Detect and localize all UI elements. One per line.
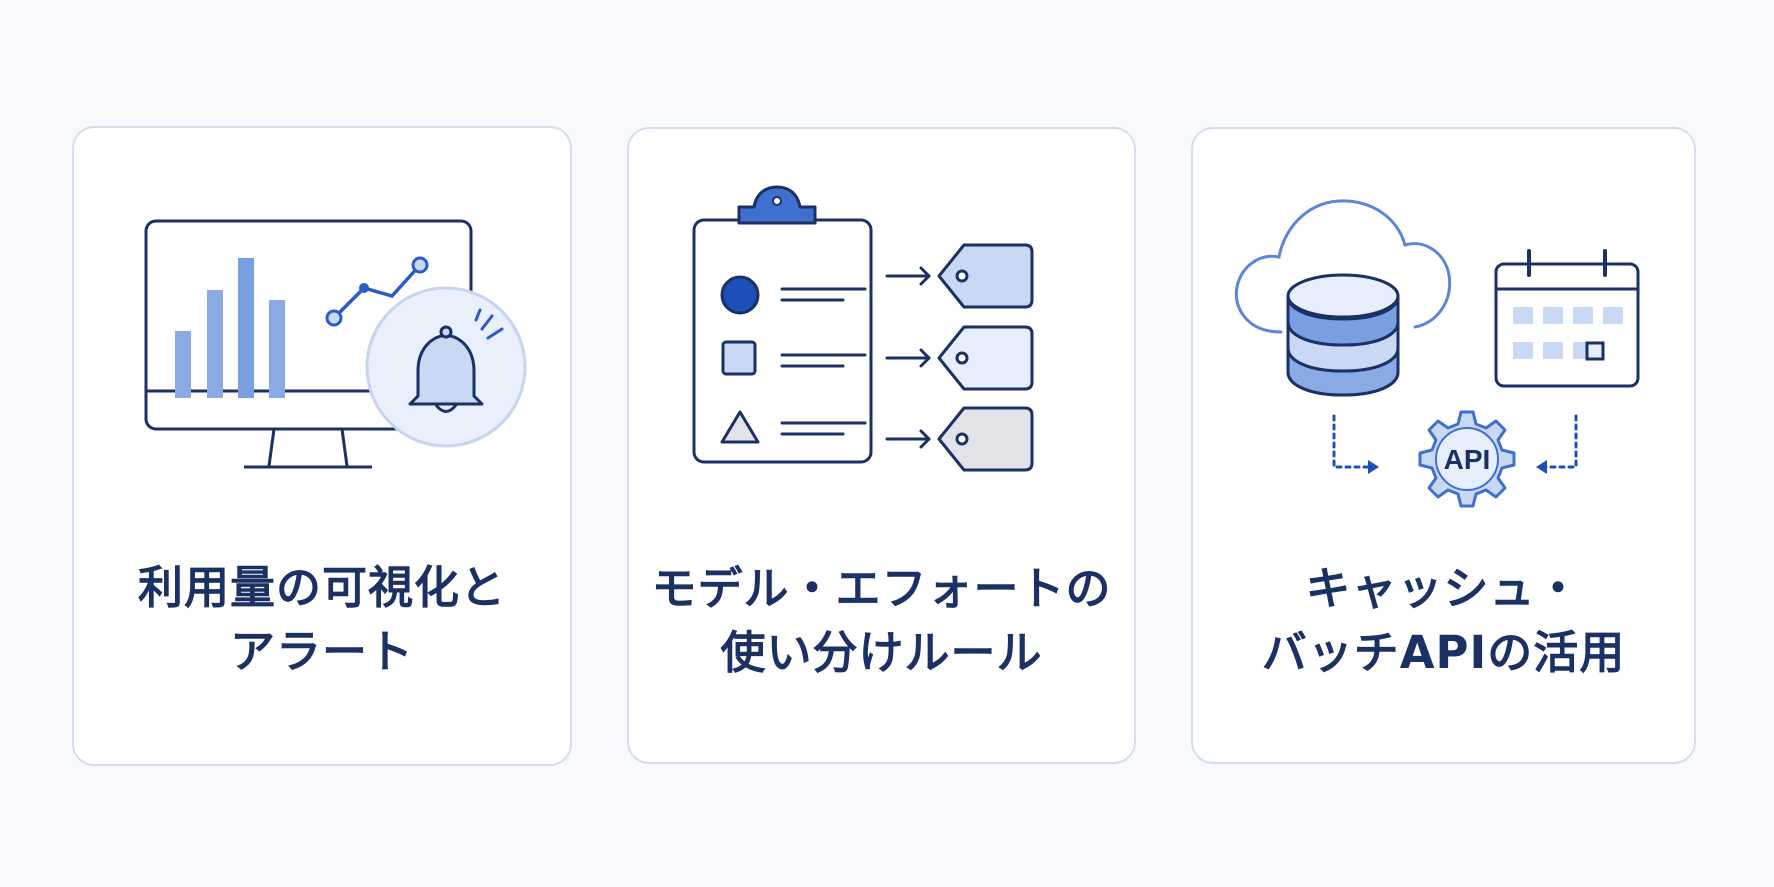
calendar-icon (1494, 249, 1640, 388)
caption-line: モデル・エフォートの (651, 562, 1112, 615)
card-caption: モデル・エフォートの 使い分けルール (629, 557, 1134, 685)
gear-icon: API (1418, 410, 1516, 508)
list-lines (780, 287, 867, 436)
caption-line: アラート (229, 625, 414, 678)
square-shape-icon (721, 340, 757, 376)
api-label: API (1444, 444, 1491, 475)
clipboard-icon (692, 185, 873, 464)
rules-illustration (629, 129, 1134, 529)
bar-chart-icon (175, 258, 285, 398)
bell-icon (365, 286, 527, 448)
dotted-arrow-icon (1332, 414, 1578, 469)
circle-shape-icon (720, 275, 760, 315)
card-caption: キャッシュ・ バッチAPIの活用 (1193, 557, 1694, 685)
card-usage-visualization: 利用量の可視化と アラート (72, 126, 572, 766)
triangle-shape-icon (720, 410, 760, 444)
card-model-rules: モデル・エフォートの 使い分けルール (627, 127, 1136, 764)
arrow-heads (1368, 460, 1547, 474)
card-cache-batch-api: API キャッシュ・ バッチAPIの活用 (1191, 127, 1696, 764)
caption-line: 利用量の可視化と (137, 561, 506, 614)
line-chart-icon (325, 256, 429, 327)
caption-line: バッチAPIの活用 (1261, 626, 1626, 679)
cache-illustration: API (1193, 129, 1694, 529)
arrow-right-icon (885, 266, 931, 449)
usage-illustration (74, 128, 570, 528)
caption-line: 使い分けルール (720, 626, 1043, 679)
database-icon (1286, 273, 1400, 397)
tag-icon (937, 243, 1034, 472)
card-caption: 利用量の可視化と アラート (74, 556, 570, 684)
caption-line: キャッシュ・ (1305, 562, 1582, 615)
